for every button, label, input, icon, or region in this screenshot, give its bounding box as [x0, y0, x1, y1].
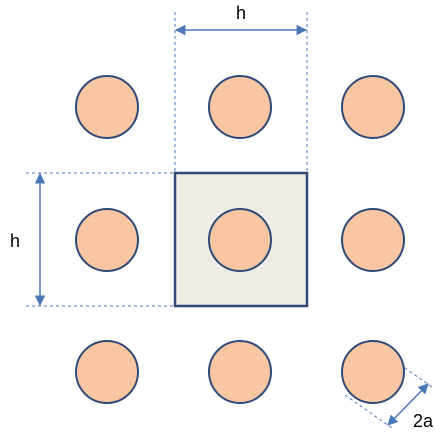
inclusion-circle-r2-c1 [208, 340, 272, 404]
inclusion-circle-r2-c0 [75, 340, 139, 404]
spacing-label-top: h [236, 3, 246, 23]
inclusion-circle-r0-c1 [208, 75, 272, 139]
inclusion-circle-r0-c0 [75, 75, 139, 139]
spacing-label-left: h [10, 231, 20, 251]
inclusion-circle-r1-c0 [75, 208, 139, 272]
diameter-arrow [387, 383, 429, 426]
inclusion-circle-r1-c1 [208, 208, 272, 272]
inclusion-grid [75, 75, 405, 404]
dimension-arrows [34, 24, 429, 426]
extension-lines [26, 12, 433, 429]
diameter-label: 2a [413, 411, 434, 431]
inclusion-circle-r2-c2 [341, 340, 405, 404]
inclusion-circle-r1-c2 [341, 208, 405, 272]
inclusion-circle-r0-c2 [341, 75, 405, 139]
